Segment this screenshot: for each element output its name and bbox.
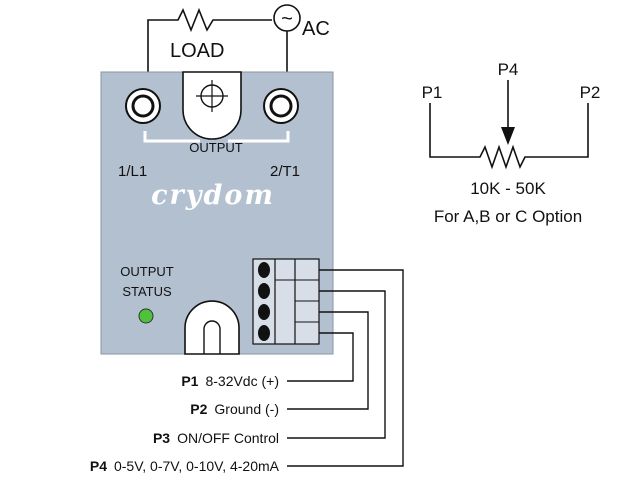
load-circuit: ~ LOAD AC (147, 4, 330, 72)
ac-label: AC (302, 18, 330, 40)
pot-p1-label: P1 (422, 83, 443, 102)
pin-p4-desc: 0-5V, 0-7V, 0-10V, 4-20mA (114, 458, 280, 474)
terminal-2-label: 2/T1 (270, 163, 300, 180)
pin-row-p1: P1 8-32Vdc (+) (181, 373, 279, 389)
pot-p4-label: P4 (498, 60, 519, 79)
brand-logo: crydom (151, 180, 275, 211)
pin-row-p3: P3 ON/OFF Control (153, 430, 279, 446)
status-led-icon (138, 308, 154, 324)
load-wire (147, 7, 272, 72)
bottom-slot-keyhole (203, 320, 221, 354)
pin-p4-id: P4 (90, 458, 107, 474)
pin-p1-id: P1 (181, 373, 198, 389)
pot-resistor-wire (429, 103, 589, 170)
pin-row-p4: P4 0-5V, 0-7V, 0-10V, 4-20mA (90, 458, 280, 474)
wire-p3 (287, 290, 386, 439)
terminal-screw-2 (263, 88, 299, 124)
control-connector (252, 258, 320, 345)
pin-p3-desc: ON/OFF Control (177, 430, 279, 446)
pin-p3-id: P3 (153, 430, 170, 446)
connector-pin-3 (258, 304, 270, 320)
pot-option-label: For A,B or C Option (434, 207, 582, 226)
output-label: OUTPUT (189, 140, 243, 155)
output-bracket-left (143, 131, 200, 143)
ac-symbol: ~ (281, 8, 293, 30)
solid-state-relay: OUTPUT 1/L1 2/T1 crydom OUTPUT STATUS (100, 71, 334, 355)
terminal-screw-1 (125, 88, 161, 124)
pin-p2-desc: Ground (-) (214, 401, 279, 417)
connector-pin-4 (258, 325, 270, 341)
terminal-1-label: 1/L1 (118, 163, 147, 180)
wiper-arrow-icon (501, 127, 515, 145)
pot-range-label: 10K - 50K (470, 179, 546, 198)
wire-p1 (287, 332, 354, 382)
bottom-mounting-slot (184, 300, 240, 355)
output-bracket-right (228, 131, 290, 143)
pin-row-p2: P2 Ground (-) (190, 401, 279, 417)
pin-legend: P1 8-32Vdc (+) P2 Ground (-) P3 ON/OFF Cont… (90, 373, 280, 474)
status-label-line2: STATUS (122, 284, 172, 299)
wire-p2 (287, 311, 369, 410)
connector-pin-2 (258, 283, 270, 299)
connector-pin-1 (258, 262, 270, 278)
pin-p2-id: P2 (190, 401, 207, 417)
wire-p4 (287, 269, 404, 467)
pin-p1-desc: 8-32Vdc (+) (205, 373, 279, 389)
load-label: LOAD (170, 40, 224, 62)
pot-p2-label: P2 (580, 83, 601, 102)
status-label-line1: OUTPUT (120, 264, 174, 279)
potentiometer-schematic: P1 P4 P2 10K - 50K For A,B or C Option (422, 60, 601, 226)
control-wires (287, 269, 404, 467)
